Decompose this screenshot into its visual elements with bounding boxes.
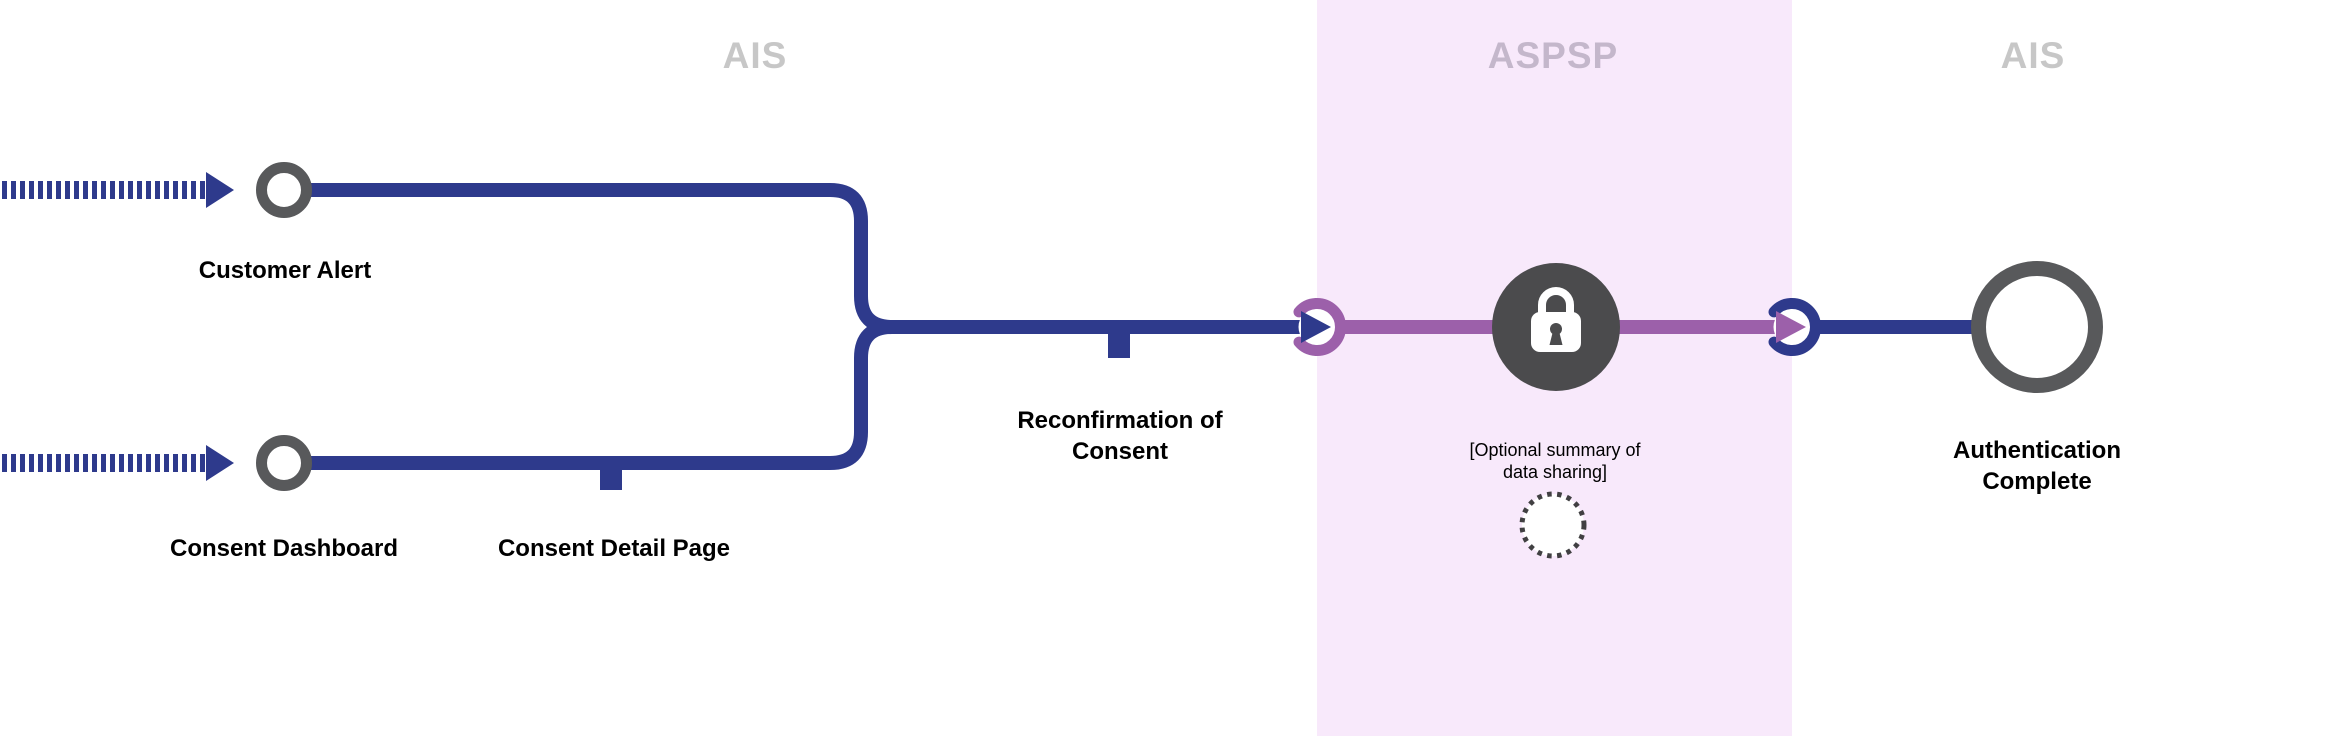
- flow-line-bottom-branch: [306, 320, 893, 470]
- reconfirmation-of-consent-label: Reconfirmation of Consent: [1017, 407, 1223, 465]
- arrow-right-icon: [206, 445, 234, 481]
- reconfirmation-tick: [1108, 327, 1130, 358]
- dashed-entry-arrow-bottom: [2, 445, 234, 481]
- authentication-complete-node-circle: [1971, 261, 2103, 393]
- consent-detail-page-tick: [600, 458, 622, 490]
- lane-label-ais-right: AIS: [2000, 35, 2066, 76]
- open-ring-icon: [1768, 298, 1821, 356]
- flow-line-top-branch: [306, 183, 1303, 334]
- consent-detail-page-label: Consent Detail Page: [497, 535, 731, 562]
- lane-label-aspsp: ASPSP: [1487, 35, 1619, 76]
- optional-summary-label: [Optional summary of data sharing]: [1469, 440, 1641, 482]
- open-ring-icon: [1293, 298, 1346, 356]
- arrow-right-icon: [1776, 311, 1806, 343]
- dashed-entry-arrow-top: [2, 172, 234, 208]
- secure-authentication-node: [1492, 263, 1620, 391]
- lane-label-ais-left: AIS: [722, 35, 788, 76]
- handoff-arrow-out-of-aspsp: [1768, 298, 1821, 356]
- customer-alert-node-circle: [256, 162, 312, 218]
- consent-dashboard-node-circle: [256, 435, 312, 491]
- dashed-circle-icon: [1519, 491, 1587, 559]
- arrow-right-icon: [206, 172, 234, 208]
- authentication-complete-label: Authentication Complete: [1953, 437, 2121, 495]
- lock-icon: [1531, 287, 1581, 352]
- customer-alert-label: Customer Alert: [198, 257, 372, 284]
- handoff-arrow-into-aspsp: [1293, 298, 1346, 356]
- consent-dashboard-label: Consent Dashboard: [169, 535, 399, 562]
- arrow-right-icon: [1301, 311, 1331, 343]
